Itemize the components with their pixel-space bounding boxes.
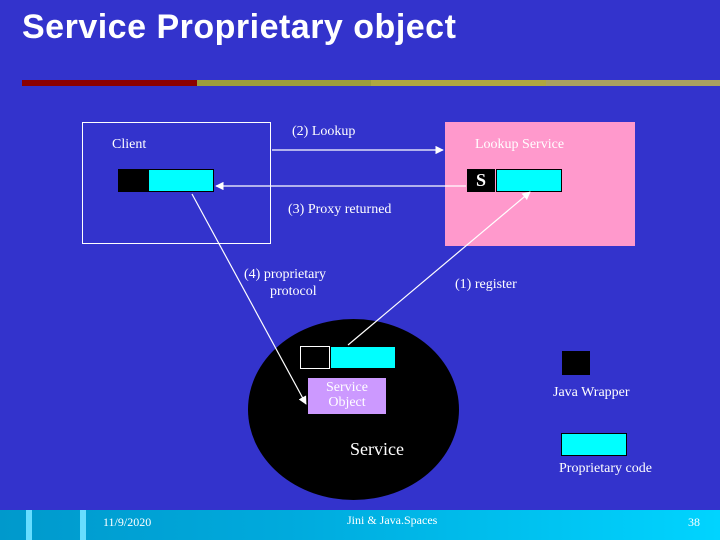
service-proxy — [330, 346, 396, 369]
footer-stripe — [80, 510, 86, 540]
footer-stripe — [26, 510, 32, 540]
register-arrow — [347, 191, 531, 346]
service-object-box — [307, 377, 387, 415]
lookup-s-wrapper: S — [467, 169, 495, 192]
title-rule-segment — [371, 80, 546, 86]
register-arrow-label: (1) register — [455, 277, 517, 292]
slide-title: Service Proprietary object — [22, 8, 457, 46]
lookup-service-label: Lookup Service — [475, 137, 565, 152]
protocol-arrow-label-line2: protocol — [270, 284, 317, 299]
client-java-wrapper — [118, 169, 148, 192]
footer-date: 11/9/2020 — [103, 515, 152, 529]
proprietary-protocol-arrow — [191, 193, 307, 405]
client-label: Client — [112, 137, 147, 152]
title-rule-segment — [196, 80, 371, 86]
service-object-line2: Object — [328, 394, 366, 410]
client-proxy — [148, 169, 214, 192]
footer-page-number: 38 — [688, 515, 700, 529]
client-box — [82, 122, 271, 244]
service-java-wrapper — [300, 346, 330, 369]
footer-center-text: Jini & Java.Spaces — [347, 513, 438, 527]
title-rule-segment — [545, 80, 720, 86]
legend-java-wrapper-swatch — [562, 351, 590, 375]
service-object-line1: Service — [326, 380, 368, 395]
title-rule — [22, 80, 720, 86]
service-label: Service — [350, 439, 404, 459]
legend-proprietary-swatch — [561, 433, 627, 456]
service-object-label: Service Object — [307, 380, 387, 410]
protocol-arrow-label-line1: (4) proprietary — [244, 267, 327, 282]
footer-bar — [0, 510, 720, 540]
title-rule-segment — [22, 80, 197, 86]
legend-proprietary-label: Proprietary code — [559, 461, 652, 476]
legend-java-wrapper-label: Java Wrapper — [553, 385, 630, 400]
proxy-arrow-label: (3) Proxy returned — [288, 202, 392, 217]
lookup-arrow-label: (2) Lookup — [292, 124, 356, 139]
